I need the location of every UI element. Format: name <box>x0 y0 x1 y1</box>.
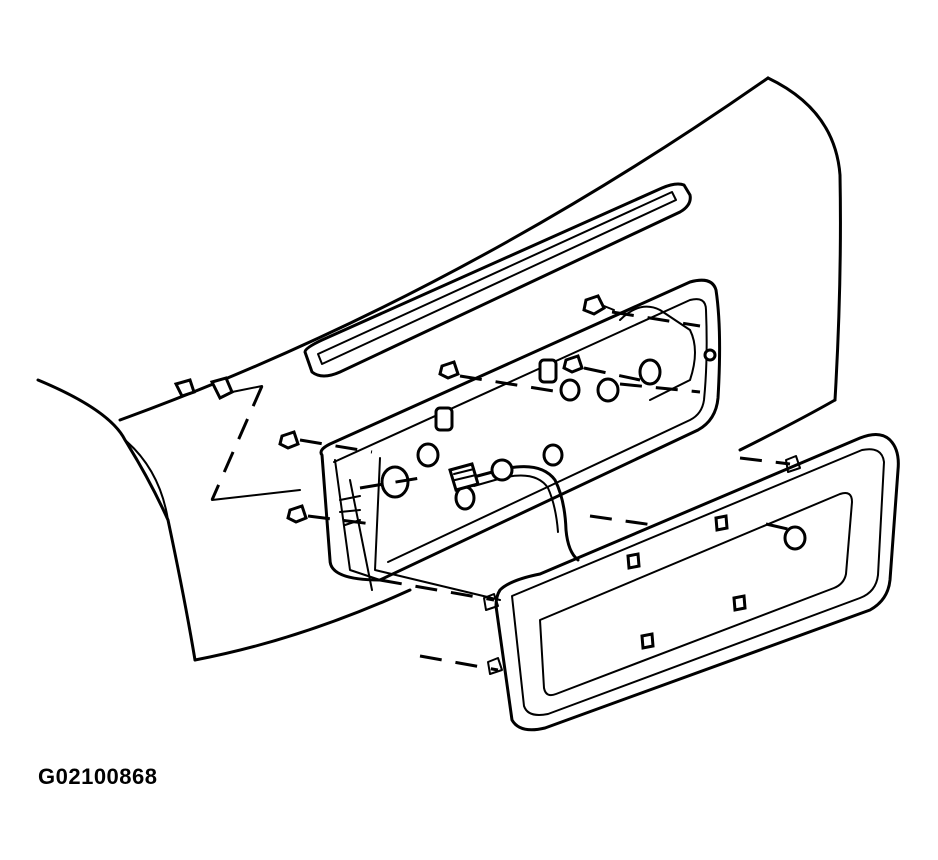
stud-far-right <box>703 348 717 362</box>
slot-left <box>434 406 454 432</box>
screw-left-lower <box>286 504 308 524</box>
high-mount-stop-lamp <box>303 182 692 378</box>
screw-upper-mid <box>438 360 460 380</box>
nut-center-lower <box>542 443 564 467</box>
lens-hole <box>783 525 807 551</box>
clip-top-left <box>173 376 234 401</box>
nut-left-upper <box>416 442 440 468</box>
bulb-socket-second <box>490 458 514 482</box>
slot-center <box>538 358 558 384</box>
figure-id-label: G02100868 <box>38 764 158 789</box>
socket-hole-right <box>638 358 662 386</box>
lamp-housing-recess <box>319 278 722 601</box>
screw-top-right <box>582 294 615 316</box>
nut-center <box>559 378 581 402</box>
license-lamp-bezel <box>483 433 900 732</box>
screw-center <box>562 354 584 374</box>
socket-hole-left <box>380 465 410 499</box>
assembly-lines <box>210 310 793 672</box>
recess-details <box>339 348 717 526</box>
wiring-harness <box>448 458 580 562</box>
nut-right <box>596 377 620 403</box>
fasteners <box>173 294 615 524</box>
bulb-socket-connector <box>448 462 480 492</box>
screw-left-upper <box>278 430 300 450</box>
